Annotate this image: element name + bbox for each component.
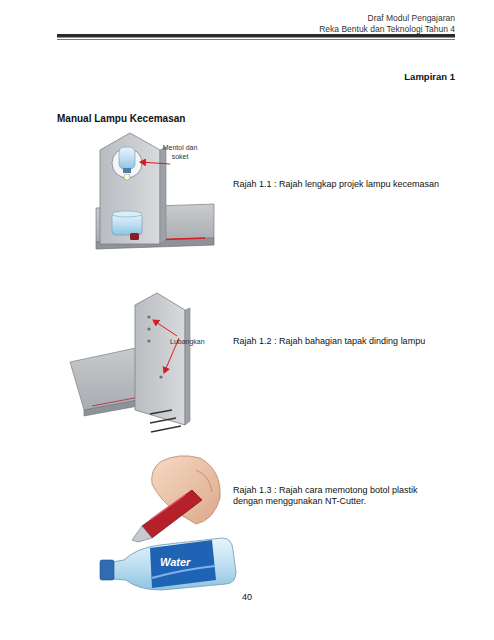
cutting-bottle-figure (100, 456, 236, 590)
figure-caption: Rajah 1.1 : Rajah lengkap projek lampu k… (233, 179, 478, 190)
figure-caption: Rajah 1.3 : Rajah cara memotong botol pl… (233, 485, 448, 508)
callout-label: Lubangkan (170, 338, 205, 347)
running-header: Reka Bentuk dan Teknologi Tahun 4 (319, 24, 455, 35)
figure-caption: Rajah 1.2 : Rajah bahagian tapak dinding… (233, 336, 478, 347)
appendix-label: Lampiran 1 (404, 71, 455, 83)
bottle-brand: Water (160, 556, 190, 570)
section-heading: Manual Lampu Kecemasan (57, 113, 185, 126)
base-wall-figure (70, 293, 190, 432)
running-header: Draf Modul Pengajaran (368, 13, 455, 24)
header-rule (57, 34, 455, 40)
callout-label: Mentol dan soket (158, 144, 202, 162)
lamp-complete-figure (96, 133, 214, 249)
page-number: 40 (227, 592, 267, 603)
